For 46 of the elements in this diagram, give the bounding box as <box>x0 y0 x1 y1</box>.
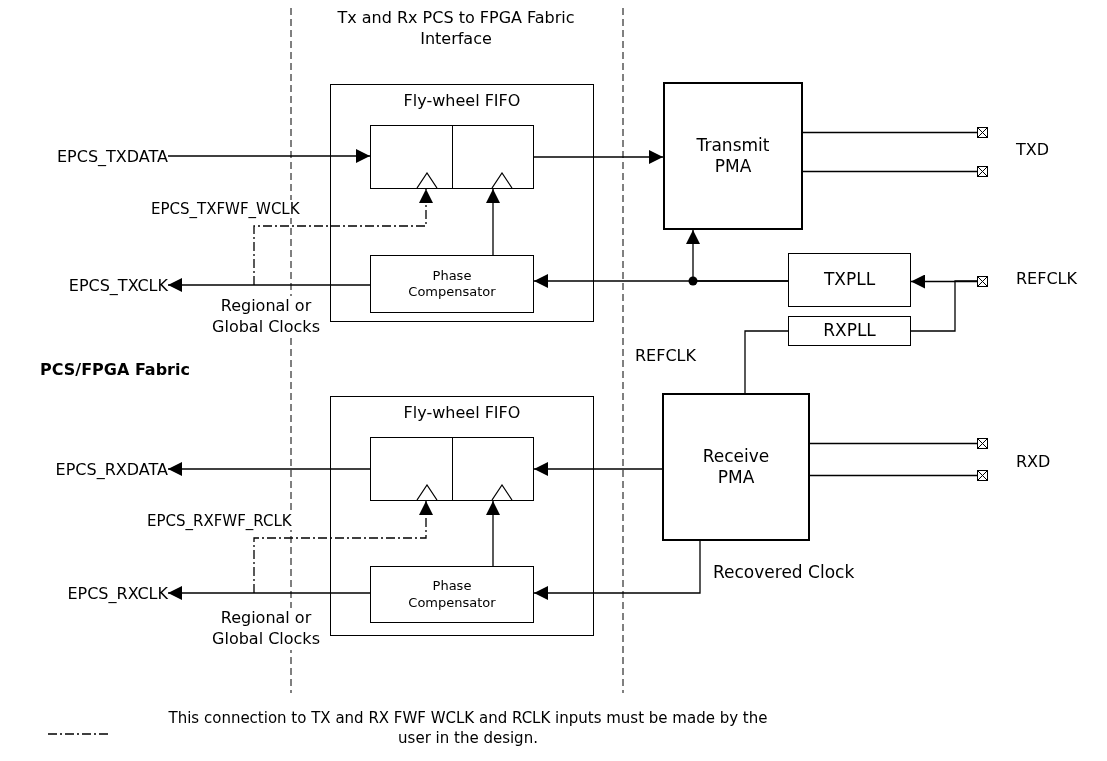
block-label: Phase Compensator <box>407 578 497 611</box>
connector-line <box>910 280 978 332</box>
connector-line <box>802 170 978 173</box>
dash-dot-arrow <box>253 500 433 594</box>
block-label: Phase Compensator <box>407 267 497 301</box>
arrow <box>167 149 371 163</box>
register-cell <box>452 437 534 501</box>
arrow <box>533 150 664 164</box>
connector-line <box>809 442 978 445</box>
register-cell <box>370 125 453 189</box>
block-title: Fly-wheel FIFO <box>403 403 521 422</box>
edge-label: EPCS_RXFWF_RCLK <box>146 512 293 530</box>
dash-dot-arrow <box>253 188 433 286</box>
pma-block <box>662 393 810 541</box>
arrow <box>486 188 500 256</box>
pin-terminal <box>977 276 988 287</box>
block-label: Transmit PMA <box>695 134 771 178</box>
arrow <box>533 540 701 600</box>
register-cell <box>452 125 534 189</box>
register-cell <box>370 437 453 501</box>
process-box <box>788 316 911 346</box>
pin-terminal <box>977 470 988 481</box>
block-label: TXPLL <box>823 269 876 291</box>
connector-line <box>744 330 789 394</box>
process-box <box>370 255 534 313</box>
pin-terminal <box>977 166 988 177</box>
arrow <box>486 500 500 567</box>
arrow <box>167 278 371 292</box>
block-label: Receive PMA <box>701 445 771 489</box>
arrow <box>167 462 371 476</box>
block-title: Fly-wheel FIFO <box>403 91 521 110</box>
fifo-block <box>330 84 594 322</box>
pin-terminal <box>977 438 988 449</box>
fifo-block <box>330 396 594 636</box>
block-label: RXPLL <box>823 320 876 342</box>
edge-label: EPCS_TXFWF_WCLK <box>150 200 301 218</box>
arrow <box>686 229 789 282</box>
arrow <box>533 462 663 476</box>
connector-line <box>809 474 978 477</box>
process-box <box>370 566 534 623</box>
pma-block <box>663 82 803 230</box>
connector-line <box>802 131 978 134</box>
arrow <box>167 586 371 600</box>
process-box <box>788 253 911 307</box>
pin-terminal <box>977 127 988 138</box>
legend-text: This connection to TX and RX FWF WCLK and RCLK inputs must be made by the user in the design. <box>167 708 769 749</box>
